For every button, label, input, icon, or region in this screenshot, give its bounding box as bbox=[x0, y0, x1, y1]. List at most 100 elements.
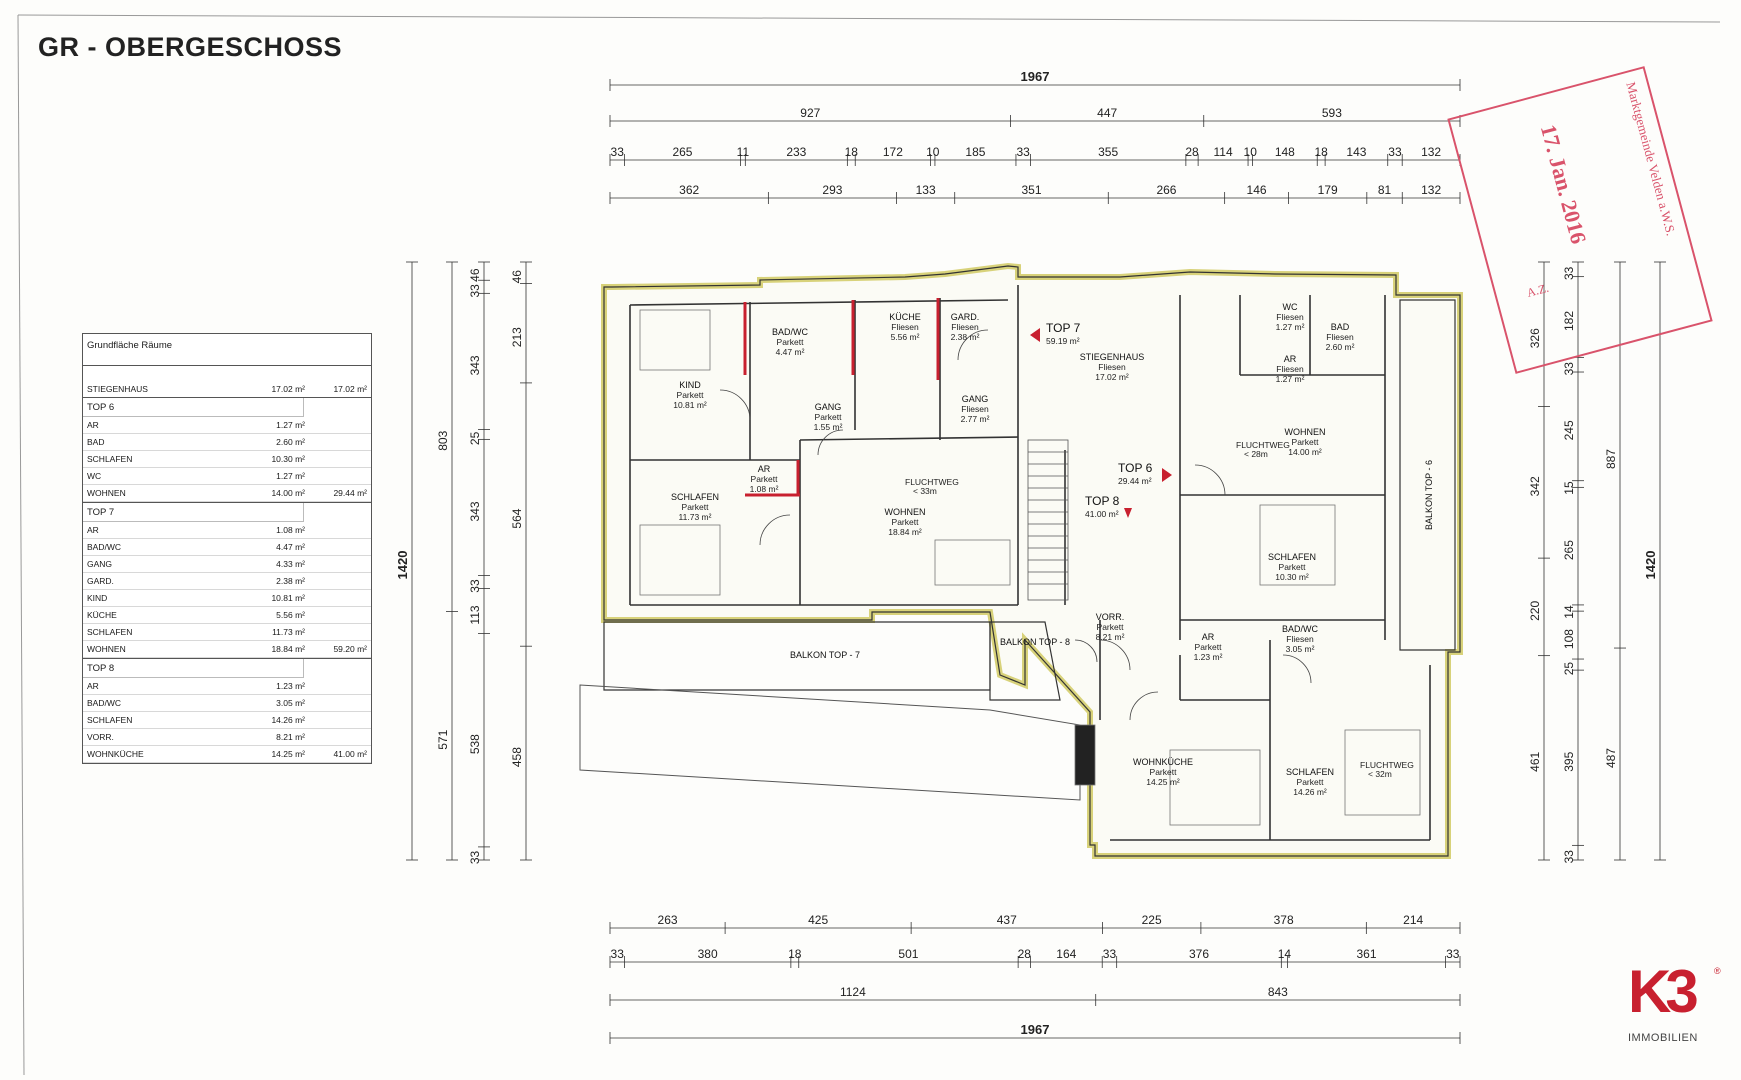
top6-label: TOP 6 bbox=[1118, 461, 1153, 475]
dim-right-col1-value: 220 bbox=[1528, 601, 1542, 621]
room-name: VORR. bbox=[1096, 612, 1125, 622]
dim-right-col2-value: 33 bbox=[1562, 850, 1576, 864]
dim-left-total-value: 1420 bbox=[395, 551, 410, 580]
dim-bottom-row1-value: 263 bbox=[658, 913, 678, 927]
dim-top-row2-value: 143 bbox=[1346, 145, 1366, 159]
top7-arrow-icon bbox=[1030, 328, 1040, 342]
room-floor: Fliesen bbox=[961, 404, 989, 414]
room-area: 4.47 m² bbox=[776, 347, 805, 357]
room-floor: Parkett bbox=[1292, 437, 1320, 447]
room-floor: Parkett bbox=[815, 412, 843, 422]
room-name: GANG bbox=[962, 394, 989, 404]
dim-bottom-row3-value: 843 bbox=[1268, 985, 1288, 999]
dim-top-row2-value: 185 bbox=[965, 145, 985, 159]
dim-top-row1-value: 447 bbox=[1097, 106, 1117, 120]
area-value: 10.30 m² bbox=[271, 454, 305, 464]
dim-bottom-row1-value: 225 bbox=[1142, 913, 1162, 927]
area-total: 59.20 m² bbox=[333, 644, 367, 654]
dim-right-col2-value: 14 bbox=[1562, 605, 1576, 619]
dim-bottom-row1-value: 214 bbox=[1403, 913, 1423, 927]
room-area: 18.84 m² bbox=[888, 527, 922, 537]
area-table-group-name: TOP 8 bbox=[83, 659, 304, 678]
room-name: SCHLAFEN bbox=[1286, 767, 1334, 777]
dim-bottom-total-value: 1967 bbox=[1021, 1022, 1050, 1037]
area-value: 4.47 m² bbox=[276, 542, 305, 552]
dim-right-total: 1420 bbox=[1643, 261, 1666, 861]
dim-bottom-row2-value: 361 bbox=[1356, 947, 1376, 961]
dim-right-total-value: 1420 bbox=[1643, 551, 1658, 580]
dimension-right: 3263422204613318233245152651410825395338… bbox=[1528, 261, 1666, 864]
room-name: WOHNEN bbox=[1285, 427, 1326, 437]
fluchtweg-top8: FLUCHTWEG bbox=[1360, 760, 1414, 770]
dim-left-col1-value: 803 bbox=[436, 430, 450, 450]
sheet-border bbox=[17, 14, 1721, 23]
stamp-az: A.Z. bbox=[1525, 280, 1551, 300]
sofa-top7 bbox=[934, 539, 1011, 586]
room-name: WOHNKÜCHE bbox=[1133, 757, 1193, 767]
door-swings bbox=[719, 329, 1312, 721]
dim-bottom-row3-value: 1124 bbox=[840, 985, 866, 999]
balcony-top8 bbox=[989, 621, 1061, 701]
area-name: VORR. bbox=[87, 732, 114, 742]
fluchtweg-top6-dist: < 28m bbox=[1244, 449, 1268, 459]
room-name: AR bbox=[1284, 354, 1297, 364]
area-name: WOHNEN bbox=[87, 488, 126, 498]
area-value: 18.84 m² bbox=[271, 644, 305, 654]
room-floor: Parkett bbox=[1297, 777, 1325, 787]
room-area: 14.26 m² bbox=[1293, 787, 1327, 797]
sheet-border bbox=[17, 14, 25, 1076]
area-name: KÜCHE bbox=[87, 610, 117, 620]
area-total: 41.00 m² bbox=[333, 749, 367, 759]
dimension-left: 1420803571463334325343331135383346213564… bbox=[395, 261, 532, 864]
dim-bottom-row2-value: 33 bbox=[1103, 947, 1117, 961]
area-table-row: GARD.2.38 m² bbox=[83, 573, 371, 590]
dim-top-row2-value: 10 bbox=[1244, 145, 1258, 159]
dim-bottom-row1-value: 425 bbox=[808, 913, 828, 927]
dim-right-col2-value: 15 bbox=[1562, 481, 1576, 495]
dim-right-col2-value: 25 bbox=[1562, 662, 1576, 676]
room-name: SCHLAFEN bbox=[1268, 552, 1316, 562]
dim-left-col2-value: 46 bbox=[468, 268, 482, 282]
room-area: 10.81 m² bbox=[673, 400, 707, 410]
room-floor: Parkett bbox=[682, 502, 710, 512]
dim-left-col2-value: 538 bbox=[468, 734, 482, 754]
room-area: 1.23 m² bbox=[1194, 652, 1223, 662]
dim-left-col3-value: 46 bbox=[510, 270, 524, 284]
room-area: 11.73 m² bbox=[679, 512, 712, 522]
dim-right-col3-value: 487 bbox=[1604, 748, 1618, 768]
room-floor: Parkett bbox=[892, 517, 920, 527]
dim-bottom-row2-value: 380 bbox=[698, 947, 718, 961]
dim-top-row1-value: 593 bbox=[1322, 106, 1342, 120]
bed-schlafen-top6 bbox=[1259, 504, 1336, 586]
dim-top-row2-value: 265 bbox=[672, 145, 692, 159]
dim-top-row3-value: 133 bbox=[916, 183, 936, 197]
room-name: KÜCHE bbox=[889, 312, 921, 322]
dim-bottom-row2-value: 14 bbox=[1278, 947, 1292, 961]
room-floor: Fliesen bbox=[1276, 364, 1304, 374]
area-table-group-name: TOP 7 bbox=[83, 503, 304, 522]
dim-left-col2-value: 343 bbox=[468, 501, 482, 521]
dim-right-col3-value: 887 bbox=[1604, 449, 1618, 469]
area-value: 2.60 m² bbox=[276, 437, 305, 447]
building-outline bbox=[601, 262, 1463, 859]
room-name: AR bbox=[1202, 632, 1215, 642]
balcony-top6-label: BALKON TOP - 6 bbox=[1424, 460, 1434, 530]
